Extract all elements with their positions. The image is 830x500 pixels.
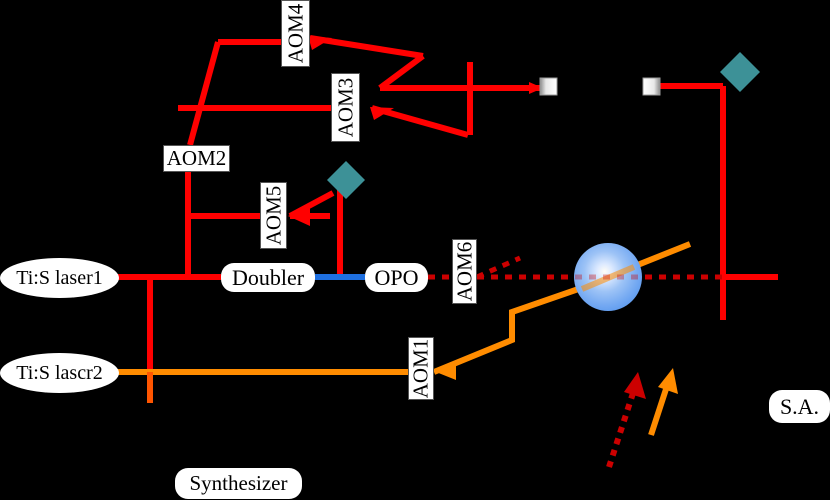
red-beam-network <box>113 35 778 403</box>
legend-arrow-orange-shaft <box>648 382 671 436</box>
mirror-diamond-lower-icon <box>327 161 365 199</box>
beam-across-atom-cloud <box>580 264 636 292</box>
spectrum-analyzer-label[interactable]: S.A. <box>769 390 830 423</box>
mirror-diamond-upper-icon <box>720 52 760 92</box>
legend-arrow-dotted-red-shaft <box>606 389 637 468</box>
beam-aom2-to-top-rail <box>187 41 221 146</box>
aom5-text: AOM5 <box>261 185 286 246</box>
spectrum-analyzer-text: S.A. <box>779 393 820 419</box>
aom6-label[interactable]: AOM6 <box>452 239 477 304</box>
aom4-text: AOM4 <box>283 3 308 64</box>
legend-arrows <box>606 368 678 468</box>
synthesizer-text: Synthesizer <box>189 471 288 495</box>
diamond-mirrors[interactable] <box>327 52 760 199</box>
beam-zigzag-to-aom4 <box>309 35 424 59</box>
fiber-coupler-right-icon <box>642 77 661 96</box>
arrowhead-into-aom4 <box>308 36 332 50</box>
beam-aom1-diffracted <box>432 282 591 375</box>
ti-s-laser1-text: Ti:S laser1 <box>16 267 103 289</box>
arrowhead-into-left-coupler <box>529 82 543 94</box>
arrowhead-into-aom1 <box>436 364 456 380</box>
legend-arrow-dotted-red-head <box>624 372 646 399</box>
dotted-probe-beam <box>428 255 723 280</box>
legend-arrow-orange-head <box>658 368 678 394</box>
ti-s-laser1-label[interactable]: Ti:S laser1 <box>0 258 119 298</box>
synthesizer-label[interactable]: Synthesizer <box>175 468 302 499</box>
aom2-label[interactable]: AOM2 <box>163 145 230 172</box>
red-beam-arrowheads <box>180 36 543 226</box>
aom5-label[interactable]: AOM5 <box>260 182 287 249</box>
fiber-coupler-left-icon <box>539 77 558 96</box>
aom6-text: AOM6 <box>452 241 477 302</box>
aom3-label[interactable]: AOM3 <box>331 73 360 142</box>
aom1-label[interactable]: AOM1 <box>408 337 434 400</box>
aom2-text: AOM2 <box>166 146 227 170</box>
beam-zigzag-upper <box>378 53 425 91</box>
probe-aom6-diffracted-order <box>475 255 522 280</box>
beam-diag-to-aom3 <box>371 105 469 138</box>
beam-diamond-down-to-opo <box>337 190 365 280</box>
aom4-label[interactable]: AOM4 <box>281 0 310 67</box>
fiber-couplers[interactable] <box>539 77 661 96</box>
doubler-label[interactable]: Doubler <box>221 263 315 292</box>
opo-label[interactable]: OPO <box>365 263 428 292</box>
doubler-text: Doubler <box>231 264 305 290</box>
arrowhead-into-aom5 <box>288 206 310 226</box>
ti-s-laser2-text: Ti:S lascr2 <box>16 362 103 384</box>
aom1-text: AOM1 <box>408 338 433 399</box>
opo-text: OPO <box>374 264 419 290</box>
arrowhead-into-aom3 <box>370 107 394 120</box>
ti-s-laser2-label[interactable]: Ti:S lascr2 <box>0 353 119 393</box>
aom3-text: AOM3 <box>333 77 358 138</box>
